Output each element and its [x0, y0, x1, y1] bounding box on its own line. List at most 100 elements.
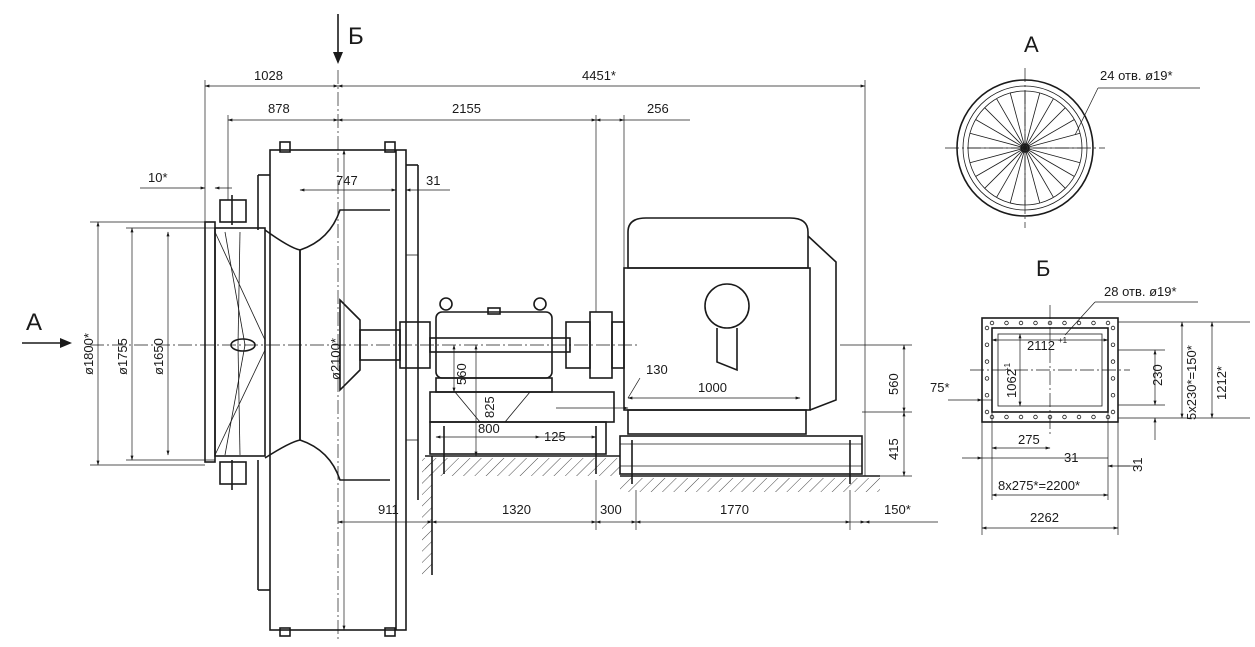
view-b-dims: [948, 301, 1250, 535]
flange-hole: [1110, 342, 1116, 347]
dimension-texts: 1028 4451* 878 2155 256 10* 747 31 ø1800…: [81, 68, 911, 517]
dimension-lines: [90, 80, 938, 631]
spoke: [1024, 147, 1041, 204]
spoke: [1024, 92, 1041, 149]
spoke: [1024, 119, 1075, 149]
spoke: [996, 147, 1026, 198]
flange-hole: [1004, 414, 1009, 420]
dim-560-right: 560: [886, 373, 901, 395]
flange-hole: [1076, 414, 1082, 420]
flange-hole: [1047, 414, 1053, 420]
dim-10: 10*: [148, 170, 168, 185]
spoke: [1009, 92, 1026, 149]
view-label-a: A: [26, 309, 42, 336]
dim-2155: 2155: [452, 101, 481, 116]
spoke: [1024, 147, 1081, 164]
spoke: [1024, 132, 1081, 149]
spoke: [996, 98, 1026, 149]
view-mark-a: A: [22, 309, 72, 348]
dim-560-bearing: 560: [454, 363, 469, 385]
fan-housing: [257, 141, 419, 637]
spoke: [1024, 147, 1075, 177]
view-a-title: A: [1024, 32, 1039, 57]
spoke: [1009, 147, 1026, 204]
inlet-cone: [264, 209, 390, 481]
dim-125: 125: [544, 429, 566, 444]
dim-230: 230: [1150, 364, 1165, 386]
flange-hole: [989, 320, 995, 326]
dim-1062: 1062: [1004, 369, 1019, 398]
inlet-guide-vane: [204, 195, 266, 490]
view-b: Б: [930, 256, 1250, 535]
spoke: [975, 147, 1026, 177]
flange-hole: [1091, 414, 1096, 420]
spoke: [975, 119, 1026, 149]
flange-hole: [984, 359, 990, 364]
dim-2112-tol: +1: [1058, 336, 1068, 345]
flange-hole: [984, 409, 990, 415]
dim-300: 300: [600, 502, 622, 517]
dim-1770: 1770: [720, 502, 749, 517]
dim-130: 130: [646, 362, 668, 377]
flange-hole: [1004, 320, 1009, 326]
flange-hole: [1062, 414, 1067, 420]
dim-150: 150*: [884, 502, 911, 517]
spoke: [1024, 147, 1066, 189]
dim-dia2100: ø2100*: [328, 338, 343, 380]
dim-747: 747: [336, 173, 358, 188]
flange-hole: [1091, 320, 1096, 326]
dim-800: 800: [478, 421, 500, 436]
dim-1028: 1028: [254, 68, 283, 83]
flange-hole: [1110, 393, 1116, 398]
view-b-texts: 28 отв. ø19* 2112 +1 1062 +1 230 5x230*=…: [930, 284, 1229, 525]
dim-4451: 4451*: [582, 68, 616, 83]
dim-5x230: 5x230*=150*: [1184, 345, 1199, 420]
section-mark-b: Б: [333, 14, 364, 64]
flange-hole: [1110, 325, 1116, 331]
view-a: A 24 отв. ø19*: [945, 32, 1200, 228]
spoke: [969, 147, 1026, 164]
flange-hole: [1076, 320, 1082, 326]
flange-hole: [1105, 320, 1111, 326]
flange-hole: [1018, 320, 1024, 326]
dim-dia1650: ø1650: [151, 338, 166, 375]
flange-hole: [1110, 359, 1116, 364]
motor-base-frame: [619, 435, 863, 484]
foundation: [422, 455, 880, 575]
view-b-title: Б: [1036, 256, 1050, 281]
dim-8x275: 8x275*=2200*: [998, 478, 1080, 493]
view-a-holes-note: 24 отв. ø19*: [1100, 68, 1173, 83]
spoke: [984, 147, 1026, 189]
flange-hole: [1110, 409, 1116, 415]
dim-2112: 2112: [1027, 338, 1055, 353]
dim-878: 878: [268, 101, 290, 116]
dim-1062-tol: +1: [1003, 362, 1012, 372]
dim-911: 911: [378, 502, 399, 517]
dim-1212: 1212*: [1214, 366, 1229, 400]
spoke: [1024, 147, 1054, 198]
view-b-holes-note: 28 отв. ø19*: [1104, 284, 1177, 299]
flange-hole: [1047, 320, 1053, 326]
dim-31-a: 31: [1064, 450, 1078, 465]
dim-256: 256: [647, 101, 669, 116]
main-view: Б A: [22, 14, 938, 640]
dim-31-top: 31: [426, 173, 440, 188]
flange-hole: [984, 325, 990, 331]
dim-1000: 1000: [698, 380, 727, 395]
flange-hole: [1018, 414, 1024, 420]
spoke: [984, 107, 1026, 149]
spoke: [969, 132, 1026, 149]
dim-275: 275: [1018, 432, 1040, 447]
dim-415: 415: [886, 438, 901, 460]
dim-75: 75*: [930, 380, 950, 395]
spoke: [1024, 98, 1054, 149]
dim-2262: 2262: [1030, 510, 1059, 525]
guide-vane-spokes: [968, 91, 1082, 205]
flange-hole: [1062, 320, 1067, 326]
flange-hole: [984, 342, 990, 347]
flange-hole: [1110, 376, 1116, 381]
dim-dia1755: ø1755: [115, 338, 130, 375]
flange-hole: [984, 376, 990, 381]
dim-dia1800: ø1800*: [81, 333, 96, 375]
